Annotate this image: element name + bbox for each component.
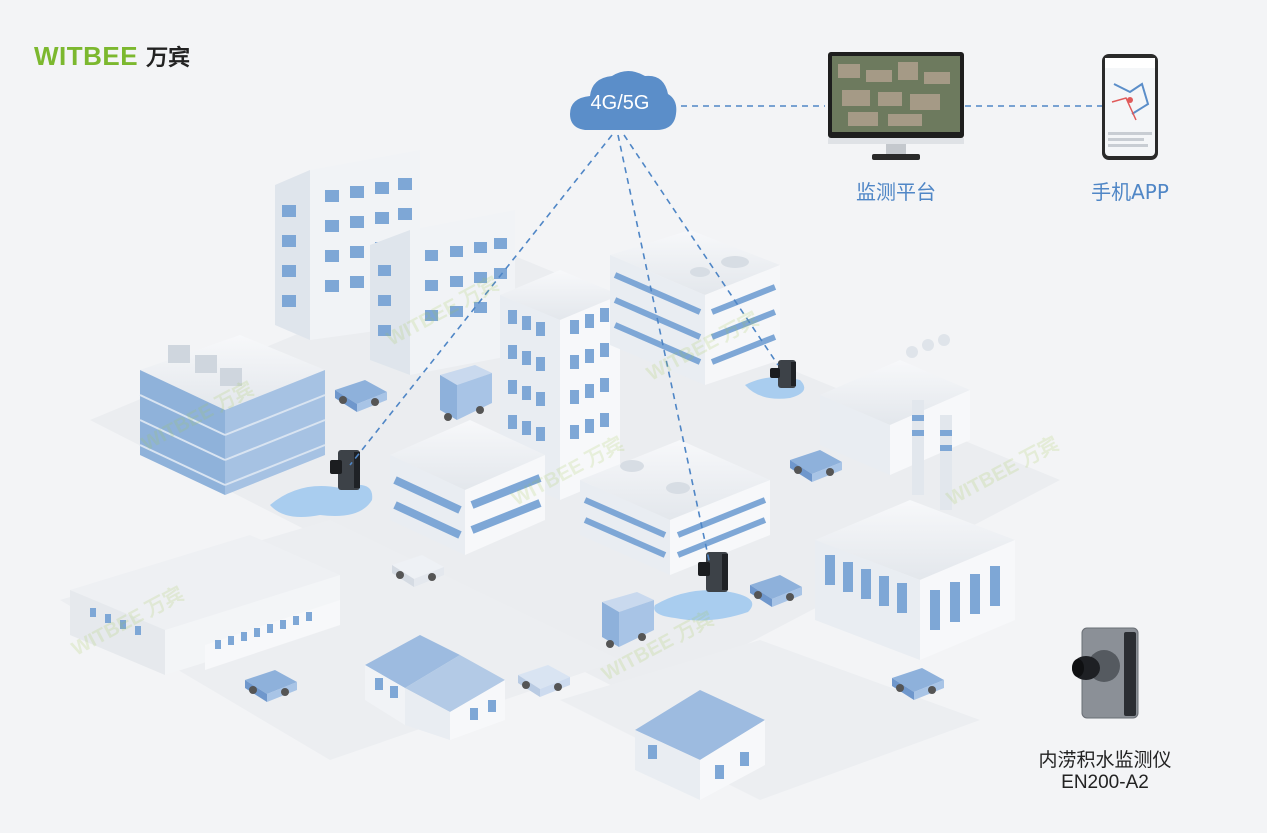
- water-puddle: [270, 484, 373, 518]
- sensor-device: [330, 450, 360, 490]
- brand-name-cn: 万宾: [146, 46, 191, 71]
- app-label: 手机APP: [1091, 180, 1169, 204]
- connections: [349, 105, 1102, 566]
- factory: [815, 334, 1015, 660]
- car: [518, 665, 570, 697]
- waterlogging-points: [270, 360, 805, 621]
- sensor-device: [770, 360, 796, 388]
- phone-icon: [1102, 54, 1158, 160]
- device-name: 内涝积水监测仪: [1038, 749, 1172, 771]
- car: [790, 450, 842, 482]
- truck: [440, 365, 492, 421]
- car: [335, 380, 387, 412]
- house-bottom: [635, 690, 765, 800]
- monitor-icon: [828, 52, 964, 160]
- brand-name-en: WITBEE: [34, 41, 139, 71]
- link-cloud-sensor: [349, 134, 613, 466]
- office-middle: [390, 420, 545, 555]
- car: [392, 555, 444, 587]
- car: [892, 668, 944, 700]
- warehouse: [70, 535, 340, 675]
- water-puddle: [654, 590, 753, 621]
- sensor-device: [698, 552, 728, 592]
- glass-office: [139, 335, 326, 495]
- cloud-icon: [570, 71, 677, 130]
- house-left: [365, 635, 505, 740]
- car: [750, 575, 802, 607]
- car: [245, 670, 297, 702]
- vehicles: [245, 365, 944, 702]
- office-long: [580, 440, 770, 575]
- device-model: EN200-A2: [1061, 772, 1149, 793]
- network-label: 4G/5G: [590, 92, 650, 114]
- tower-mid-left: [370, 210, 515, 375]
- brand-logo: WITBEE 万宾: [34, 40, 190, 72]
- sensor-product-image: [1072, 627, 1139, 719]
- link-cloud-sensor: [617, 134, 711, 566]
- platform-label: 监测平台: [856, 180, 936, 204]
- link-cloud-sensor: [623, 134, 779, 366]
- truck: [602, 592, 654, 648]
